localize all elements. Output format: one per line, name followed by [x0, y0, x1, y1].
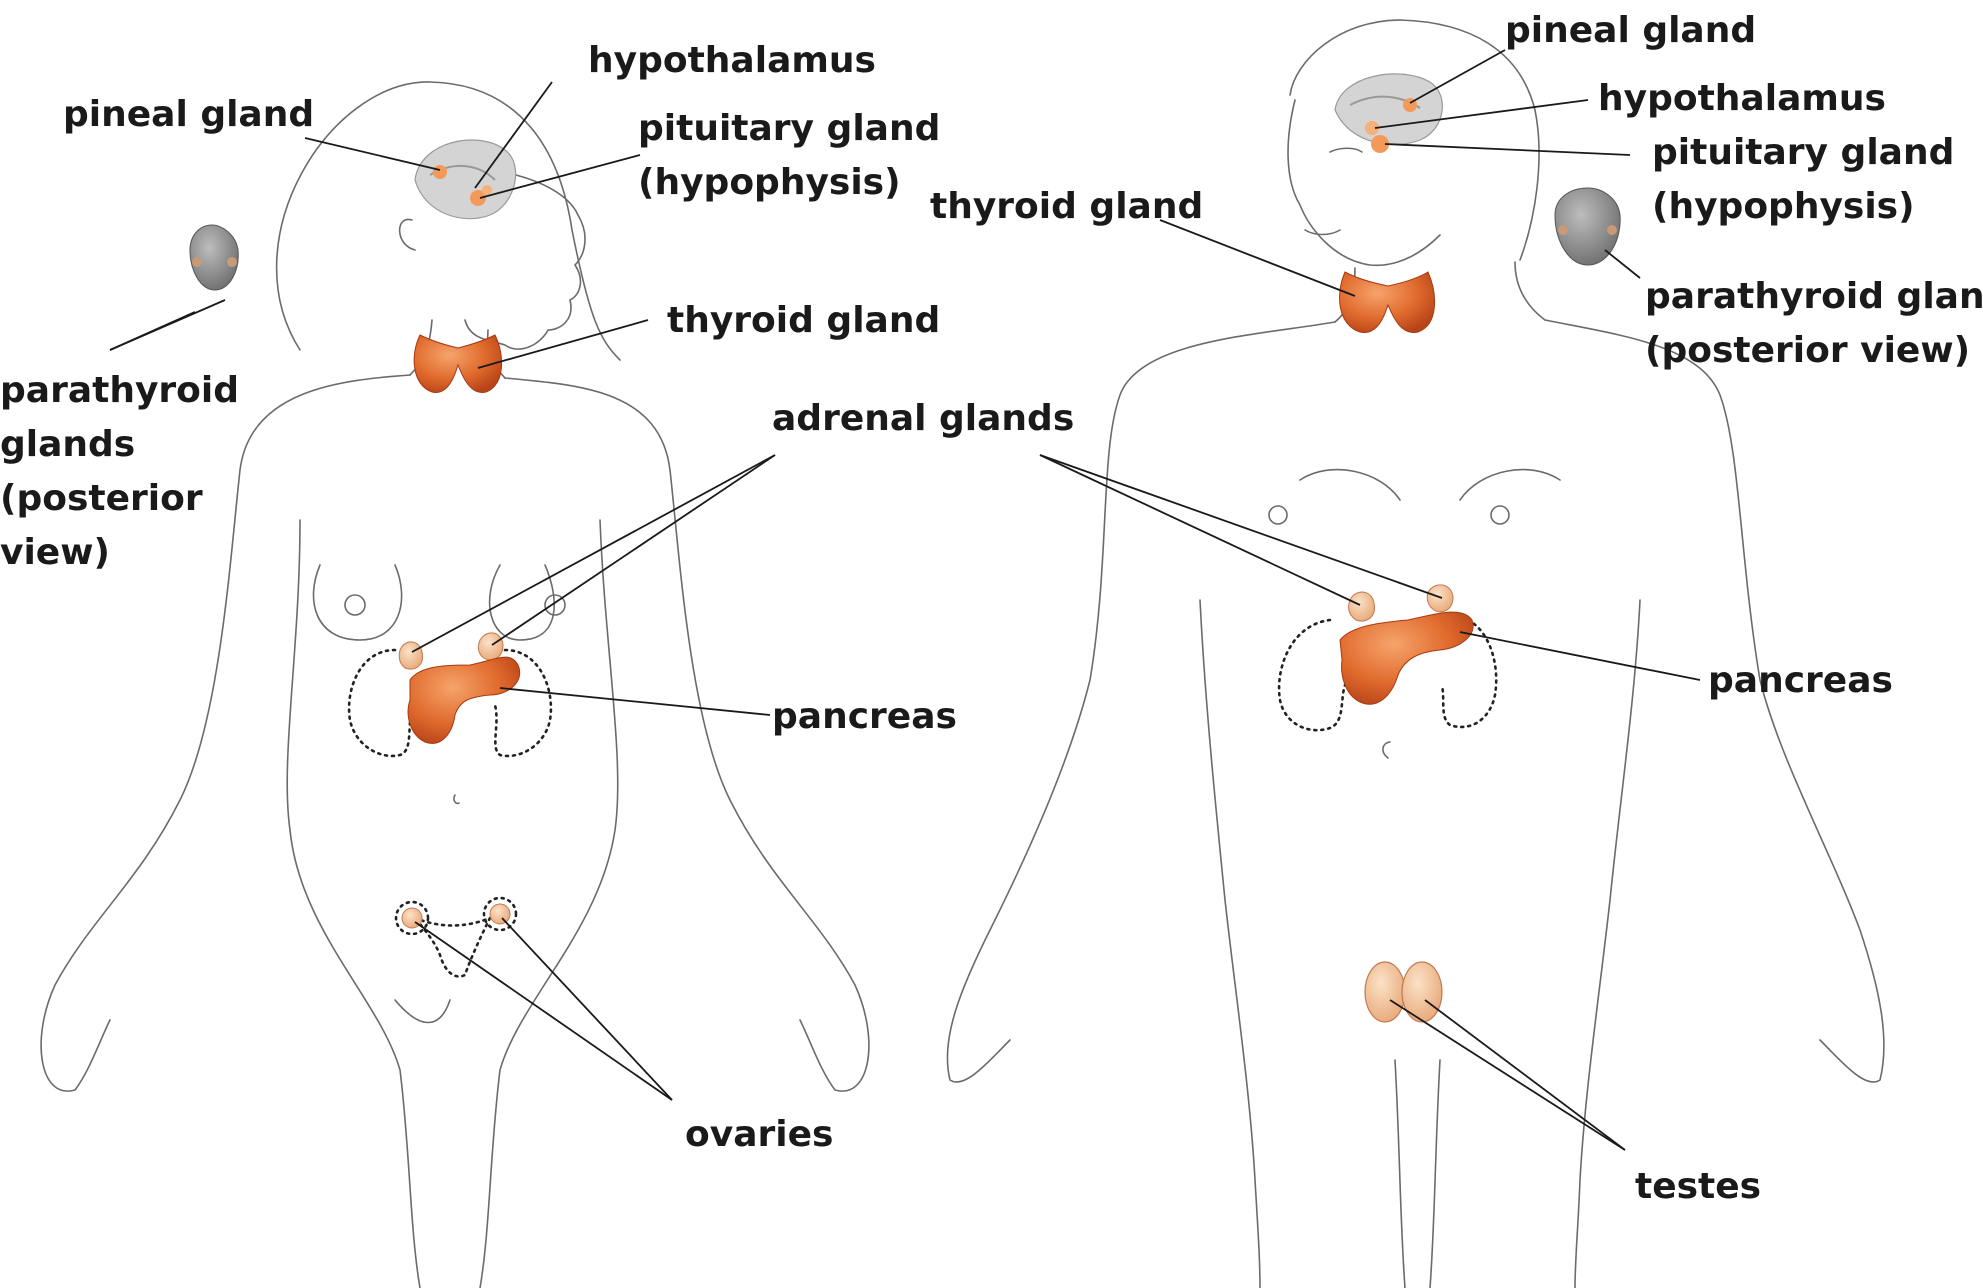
female-pineal-gland — [433, 165, 447, 179]
male-label-thyroid-gland: thyroid gland — [930, 186, 1204, 227]
male-label-testes: testes — [1635, 1166, 1762, 1207]
female-label-adrenal-glands: adrenal glands — [772, 398, 1075, 439]
female-figure-outline — [40, 81, 870, 1288]
female-label-pituitary-gland: pituitary gland — [638, 108, 941, 149]
female-hypothalamus — [482, 185, 492, 195]
male-pancreas — [1339, 611, 1474, 705]
female-label-view: view) — [0, 532, 110, 573]
male-thyroid-gland — [1339, 271, 1436, 333]
male-brain — [1334, 73, 1443, 146]
male-pituitary-gland — [1371, 135, 1389, 153]
female-label-hypothalamus: hypothalamus — [588, 40, 876, 81]
female-label-glands: glands — [0, 424, 136, 465]
male-label-posterior-view: (posterior view) — [1645, 330, 1971, 371]
male-label-pancreas: pancreas — [1708, 660, 1893, 701]
female-parathyroid-inset — [189, 224, 239, 291]
female-leader-lines — [109, 81, 776, 1101]
female-label-pancreas: pancreas — [772, 696, 957, 737]
female-thyroid-gland — [413, 334, 503, 393]
female-label-ovaries: ovaries — [685, 1114, 834, 1155]
female-label-posterior: (posterior — [0, 478, 203, 519]
male-hypothalamus — [1365, 121, 1379, 135]
male-kidney-outlines — [1277, 613, 1498, 732]
female-label-hypophysis: (hypophysis) — [638, 162, 901, 203]
male-figure-outline — [946, 19, 1885, 1288]
female-kidney-outlines — [347, 648, 553, 758]
male-label-hypothalamus: hypothalamus — [1598, 78, 1886, 119]
male-leader-lines — [1039, 49, 1701, 1151]
male-adrenal-glands — [1348, 584, 1454, 622]
male-parathyroid-inset — [1554, 187, 1621, 266]
female-label-thyroid-gland: thyroid gland — [667, 300, 941, 341]
male-label-hypophysis: (hypophysis) — [1652, 186, 1915, 227]
male-testes — [1364, 961, 1443, 1023]
female-pituitary-gland — [470, 190, 486, 206]
male-label-parathyroid-glands: parathyroid glands — [1645, 276, 1983, 317]
female-adrenal-glands — [398, 632, 504, 670]
female-ovaries — [394, 896, 518, 978]
female-pancreas — [407, 656, 521, 744]
male-label-pituitary-gland: pituitary gland — [1652, 132, 1955, 173]
female-label-parathyroid: parathyroid — [0, 370, 240, 411]
female-label-pineal-gland: pineal gland — [63, 94, 315, 135]
male-label-pineal-gland: pineal gland — [1505, 10, 1757, 51]
female-brain — [414, 139, 517, 220]
